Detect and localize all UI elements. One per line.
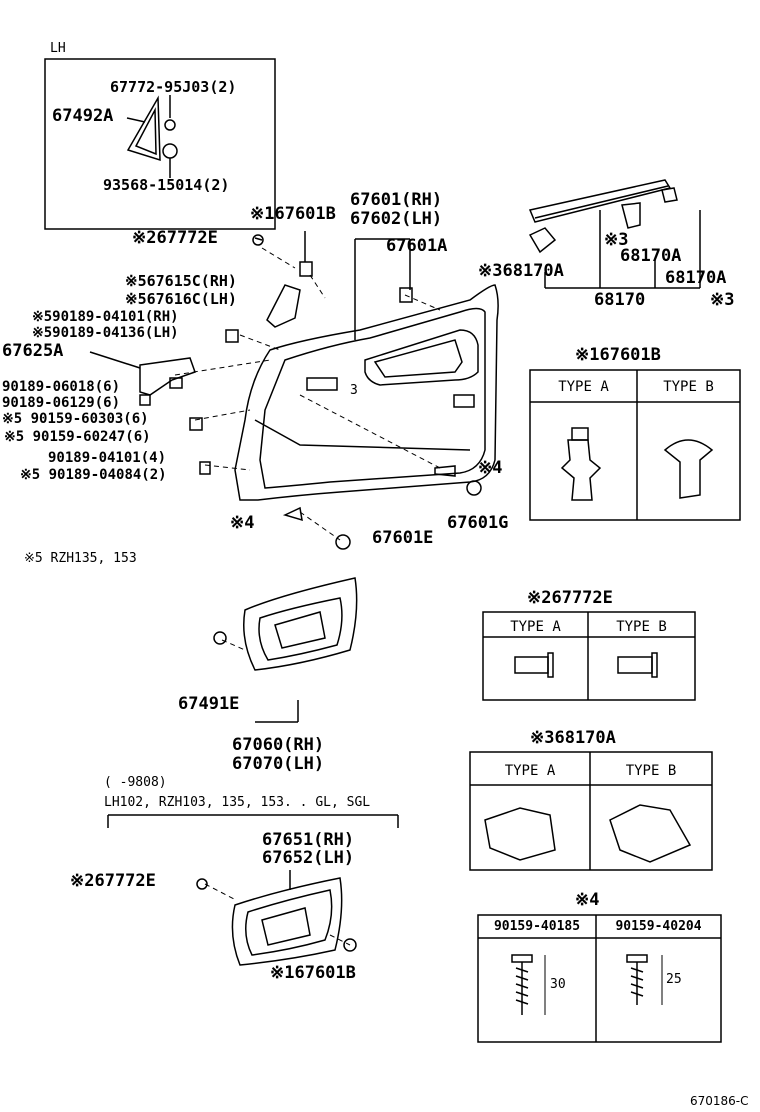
label-67601G: 67601G: [447, 513, 509, 533]
label-67772E: ※267772E: [132, 228, 218, 248]
label-67615C: ※567615C(RH): [125, 272, 237, 290]
label-inner-3: 3: [350, 383, 358, 398]
label-90189-04084: ※5 90189-04084(2): [20, 467, 167, 483]
table-67601B-type-b: TYPE B: [663, 379, 714, 395]
label-90159-60247: ※5 90159-60247(6): [4, 429, 151, 445]
table-67601B-frame: [529, 369, 741, 521]
note-star5: ※5 RZH135, 153: [24, 551, 137, 566]
label-star4-b: ※4: [230, 513, 255, 533]
label-67652-lh: 67652(LH): [262, 848, 355, 868]
label-90189-04101-4: 90189-04101(4): [48, 450, 167, 466]
table-star4-dim-b: 25: [666, 972, 682, 987]
label-67601-rh: 67601(RH): [350, 190, 443, 210]
table-star4-col-a: 90159-40185: [493, 919, 581, 934]
label-period-9808: ( -9808): [104, 775, 167, 790]
table-68170A-type-a: TYPE A: [504, 763, 556, 779]
table-star4-dim-a: 30: [550, 977, 566, 992]
label-67616C: ※567616C(LH): [125, 290, 237, 308]
diagram-id: 670186-C: [690, 1094, 749, 1108]
label-star3-b: ※3: [710, 290, 735, 310]
label-67070-lh: 67070(LH): [232, 754, 325, 774]
table-67601B-title: ※167601B: [575, 345, 661, 365]
part-67492A-shape: [126, 95, 161, 162]
label-67772E-b: ※267772E: [70, 871, 156, 891]
table-67772E-type-b: TYPE B: [616, 619, 667, 635]
table-68170A-frame: [469, 751, 713, 871]
label-67491E: 67491E: [178, 694, 240, 714]
label-90189-06129: 90189-06129(6): [2, 395, 121, 411]
label-68170: 68170: [594, 290, 646, 310]
label-67492A: 67492A: [52, 106, 114, 126]
table-67772E-title: ※267772E: [527, 588, 613, 608]
label-67060-rh: 67060(RH): [232, 735, 325, 755]
inset-lh-label: LH: [50, 41, 66, 56]
door-trim-panel-shape: [234, 284, 499, 501]
label-68170A-2: 68170A: [665, 268, 727, 288]
label-star3-a: ※3: [604, 230, 629, 250]
label-star4-a: ※4: [478, 458, 503, 478]
label-67602-lh: 67602(LH): [350, 209, 443, 229]
label-90159-60303: ※5 90159-60303(6): [2, 411, 149, 427]
label-90189-06018: 90189-06018(6): [2, 379, 121, 395]
pocket-67651-shape: [231, 877, 343, 966]
label-67772-95J03: 67772-95J03(2): [110, 78, 237, 96]
label-67601A: 67601A: [386, 236, 448, 256]
label-67601B-b: ※167601B: [270, 963, 356, 983]
label-368170A: ※368170A: [478, 261, 564, 281]
label-67625A: 67625A: [2, 341, 64, 361]
table-67772E-type-a: TYPE A: [510, 619, 561, 635]
lh-inset-frame: [44, 58, 276, 230]
table-star4-title: ※4: [575, 890, 600, 910]
table-star4-frame: [477, 914, 722, 1043]
label-67601E: 67601E: [372, 528, 434, 548]
table-star4-col-b: 90159-40204: [615, 919, 702, 934]
label-90189-04101-rh: ※590189-04101(RH): [32, 309, 179, 325]
label-67601B: ※167601B: [250, 204, 336, 224]
table-67601B-type-a: TYPE A: [558, 379, 609, 395]
table-68170A-title: ※368170A: [530, 728, 616, 748]
table-67772E-frame: [482, 611, 696, 701]
label-90189-04136-lh: ※590189-04136(LH): [32, 325, 179, 341]
table-68170A-type-b: TYPE B: [625, 763, 677, 779]
label-93568-15014: 93568-15014(2): [103, 176, 230, 194]
pocket-67060-shape: [243, 577, 358, 671]
label-models: LH102, RZH103, 135, 153. . GL, SGL: [104, 795, 371, 810]
label-67651-rh: 67651(RH): [262, 830, 355, 850]
label-68170A-1: 68170A: [620, 246, 682, 266]
